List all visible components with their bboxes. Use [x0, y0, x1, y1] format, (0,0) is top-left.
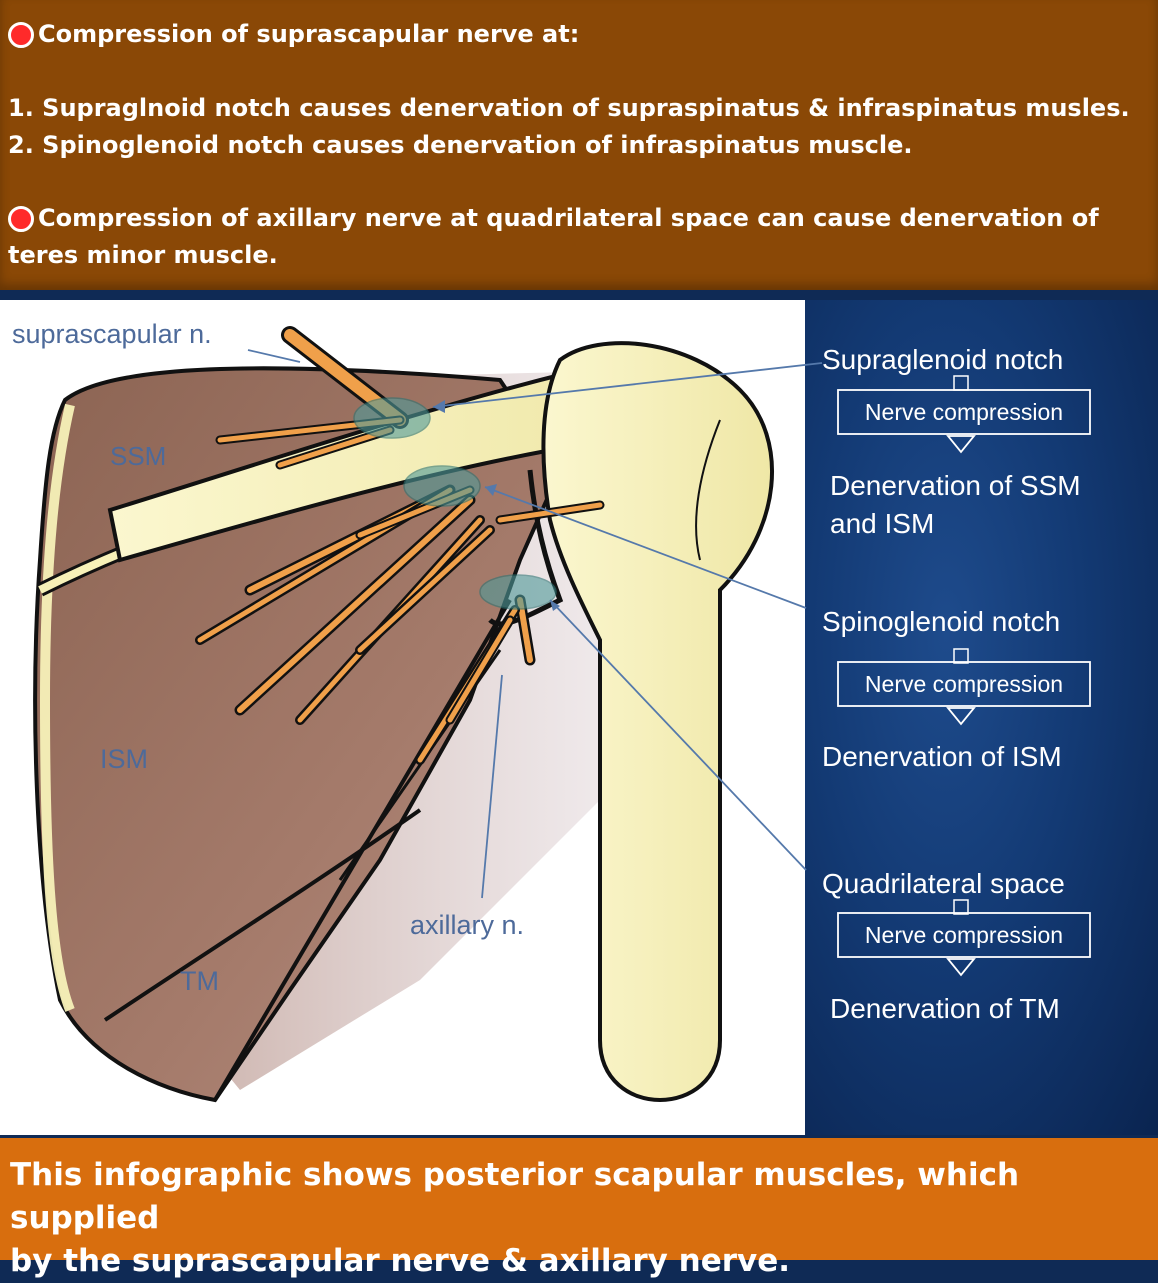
header-banner: [0, 0, 1158, 290]
header-point-2: Compression of axillary nerve at quadril…: [8, 200, 1099, 237]
footer-line-2: by the suprascapular nerve & axillary ne…: [10, 1243, 791, 1279]
header-point-2-line-2: teres minor muscle.: [8, 241, 278, 269]
header-point-1-item-2: 2. Spinoglenoid notch causes denervation…: [8, 131, 913, 159]
anatomy-diagram-panel: [0, 300, 805, 1135]
header-point-1-title: Compression of suprascapular nerve at:: [38, 20, 580, 48]
footer-banner: [0, 1138, 1158, 1260]
header-point-1: Compression of suprascapular nerve at:: [8, 16, 579, 53]
footer-line-1: This infographic shows posterior scapula…: [10, 1157, 1020, 1236]
footer-caption: This infographic shows posterior scapula…: [10, 1154, 1140, 1283]
red-bullet-icon: [8, 206, 34, 232]
red-bullet-icon: [8, 22, 34, 48]
flowchart-panel: [805, 300, 1158, 1135]
header-point-1-item-1: 1. Supraglnoid notch causes denervation …: [8, 94, 1130, 122]
header-point-2-line-1: Compression of axillary nerve at quadril…: [38, 204, 1099, 232]
